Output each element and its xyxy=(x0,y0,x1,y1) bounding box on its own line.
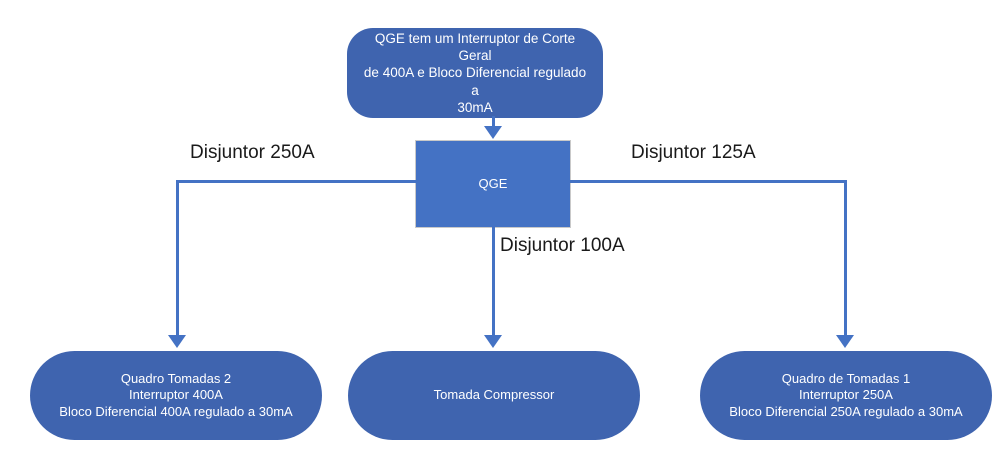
node-quadro-tomadas-1-line-1: Quadro de Tomadas 1 xyxy=(781,370,911,386)
node-qge-label: QGE xyxy=(478,175,508,191)
connector-qge-to-quadro1-horizontal xyxy=(568,180,847,183)
node-tomada-compressor[interactable]: Tomada Compressor xyxy=(348,351,640,440)
node-tomada-compressor-text: Tomada Compressor xyxy=(434,387,555,404)
node-note-top-line-2: de 400A e Bloco Diferencial regulado a xyxy=(363,65,587,98)
node-note-top-text: QGE tem um Interruptor de Corte Geral de… xyxy=(363,30,587,116)
node-quadro-tomadas-1-line-2: Interruptor 250A xyxy=(799,387,893,403)
connector-qge-to-quadro2-arrowhead xyxy=(168,335,186,348)
connector-qge-to-quadro1-arrowhead xyxy=(836,335,854,348)
node-tomada-compressor-line-1: Tomada Compressor xyxy=(433,387,555,403)
node-note-top[interactable]: QGE tem um Interruptor de Corte Geral de… xyxy=(347,28,603,118)
node-qge[interactable]: QGE xyxy=(415,140,571,228)
connector-qge-to-compressor-arrowhead xyxy=(484,335,502,348)
node-quadro-tomadas-2-line-2: Interruptor 400A xyxy=(129,387,223,403)
connector-qge-to-quadro1-vertical xyxy=(844,180,847,337)
connector-qge-to-quadro2-horizontal xyxy=(176,180,418,183)
edge-label-disjuntor-125a: Disjuntor 125A xyxy=(631,142,756,163)
edge-label-disjuntor-100a: Disjuntor 100A xyxy=(500,235,625,256)
node-quadro-tomadas-2-text: Quadro Tomadas 2 Interruptor 400A Bloco … xyxy=(59,371,292,421)
node-quadro-tomadas-1-line-3: Bloco Diferencial 250A regulado a 30mA xyxy=(729,403,963,419)
connector-note-to-qge-line xyxy=(492,116,495,130)
connector-qge-to-compressor-vertical xyxy=(492,226,495,337)
node-quadro-tomadas-2-line-3: Bloco Diferencial 400A regulado a 30mA xyxy=(59,403,293,419)
edge-label-disjuntor-250a: Disjuntor 250A xyxy=(190,142,315,163)
node-quadro-tomadas-1-text: Quadro de Tomadas 1 Interruptor 250A Blo… xyxy=(729,371,962,421)
connector-note-to-qge-arrowhead xyxy=(484,126,502,139)
node-quadro-tomadas-2-line-1: Quadro Tomadas 2 xyxy=(120,370,232,386)
node-quadro-tomadas-2[interactable]: Quadro Tomadas 2 Interruptor 400A Bloco … xyxy=(30,351,322,440)
connector-qge-to-quadro2-vertical xyxy=(176,180,179,337)
node-note-top-line-3: 30mA xyxy=(457,99,493,115)
node-note-top-line-1: QGE tem um Interruptor de Corte Geral xyxy=(374,30,576,64)
node-quadro-tomadas-1[interactable]: Quadro de Tomadas 1 Interruptor 250A Blo… xyxy=(700,351,992,440)
